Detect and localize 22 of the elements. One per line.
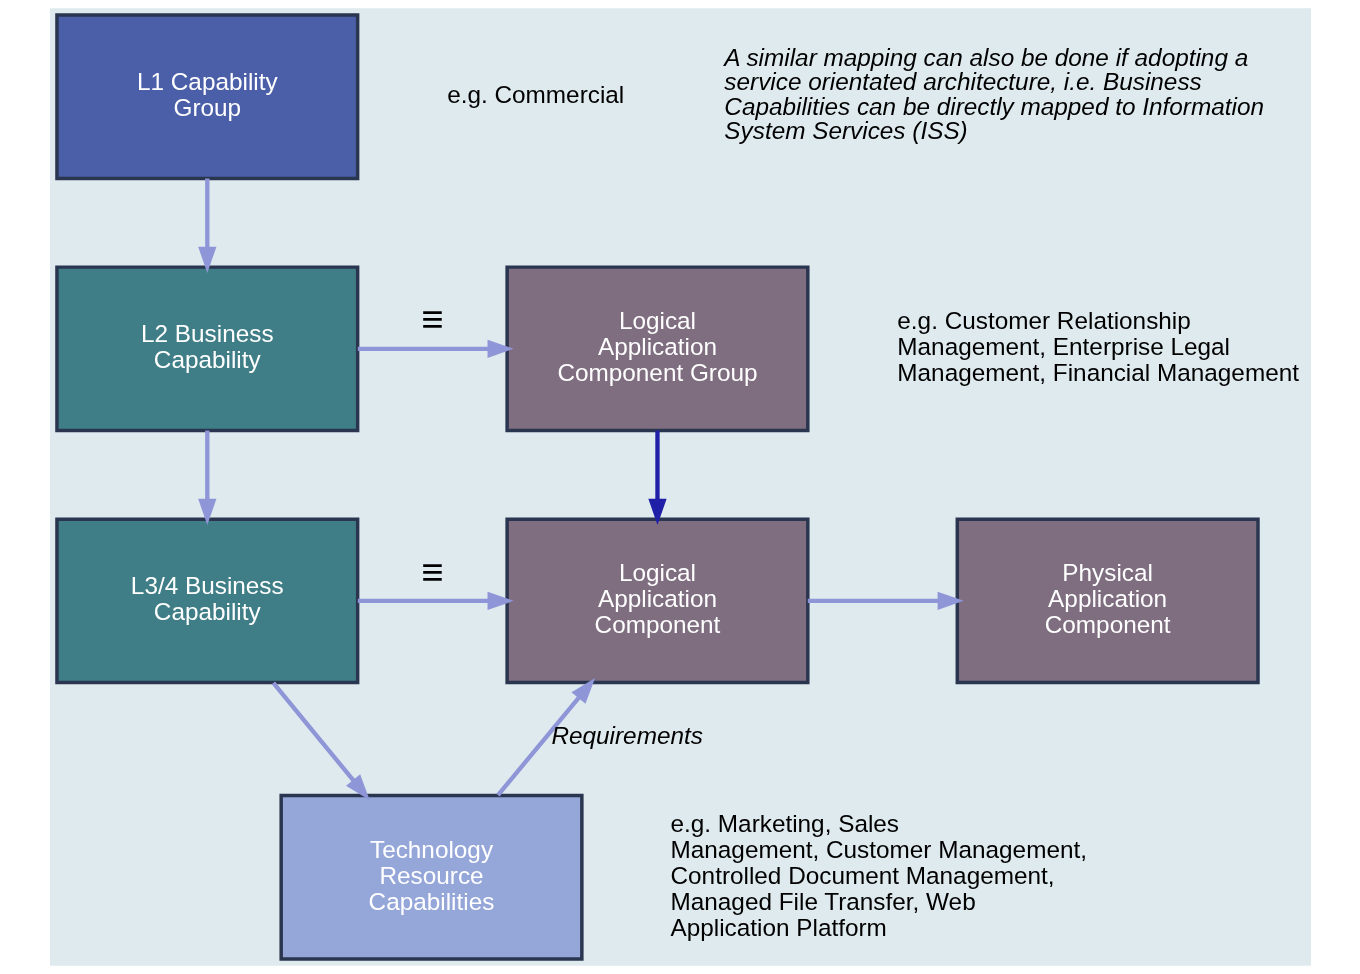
node-box: Technology Resource Capabilities bbox=[278, 793, 584, 961]
arrow bbox=[271, 681, 370, 801]
node-box: L3/4 Business Capability bbox=[54, 517, 359, 685]
node-box: Logical Application Component bbox=[504, 517, 810, 685]
node-box: L1 Capability Group bbox=[54, 13, 359, 181]
arrow bbox=[495, 677, 595, 797]
label: e.g. Marketing, Sales Management, Customer Management, Controlled Document Management, Managed File Transfer, Web Application Platform bbox=[670, 809, 1087, 941]
node-box: L2 Business Capability bbox=[54, 265, 359, 433]
node-box: Physical Application Component bbox=[955, 517, 1260, 685]
node-box: Logical Application Component Group bbox=[504, 265, 810, 433]
edge-label: ≡ bbox=[420, 549, 444, 593]
edge-label: Requirements bbox=[550, 721, 703, 749]
arrow bbox=[357, 591, 514, 610]
arrow bbox=[197, 178, 216, 273]
arrow bbox=[357, 339, 514, 358]
edge-label: ≡ bbox=[420, 297, 444, 341]
label: A similar mapping can also be done if adopting a service orientated architecture, i.e. Business Capabilities can be directly mapped to Information System Services (ISS) bbox=[723, 43, 1264, 144]
arrow bbox=[807, 591, 964, 610]
arrow bbox=[197, 430, 216, 525]
arrow bbox=[647, 430, 667, 525]
label: e.g. Customer Relationship Management, Enterprise Legal Management, Financial Management bbox=[896, 307, 1299, 387]
label: e.g. Commercial bbox=[446, 81, 624, 109]
